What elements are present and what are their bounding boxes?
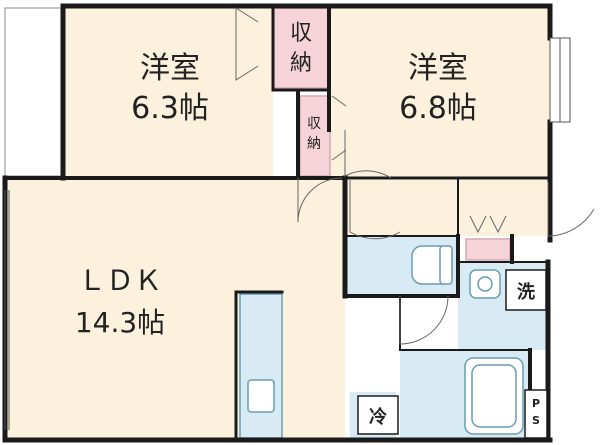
kitchen-counter xyxy=(239,293,283,439)
fridge-label: 冷 xyxy=(369,406,387,428)
ldk-floor xyxy=(5,180,345,438)
windows xyxy=(4,37,571,430)
storage-large-label-2: 納 xyxy=(290,51,312,76)
storage-small-label-2: 納 xyxy=(307,136,321,152)
western-room-left-floor xyxy=(65,8,273,178)
fridge-space xyxy=(357,395,399,435)
storage-large-floor xyxy=(272,7,330,89)
entry-shoe-storage xyxy=(465,238,511,261)
pipe-space-label-2: S xyxy=(532,414,540,427)
pipe-space-label-1: P xyxy=(532,397,540,410)
bathtub-icon xyxy=(464,357,524,435)
ldk-size: 14.3帖 xyxy=(75,306,165,339)
western-room-right-size: 6.8帖 xyxy=(399,91,477,126)
storage-large-label-1: 収 xyxy=(290,21,312,46)
washer-space xyxy=(505,269,547,311)
washer-label: 洗 xyxy=(517,281,535,303)
western-room-left-size: 6.3帖 xyxy=(131,91,209,126)
hallway-floor xyxy=(345,180,457,236)
toilet-icon xyxy=(411,245,453,285)
storage-small-floor xyxy=(299,95,331,177)
hallway-floor-2 xyxy=(457,180,550,236)
pipe-space xyxy=(524,389,548,439)
kitchen-sink-icon xyxy=(247,379,275,413)
wash-basin-icon xyxy=(469,269,501,299)
door-swings xyxy=(235,7,595,345)
western-room-left-name: 洋室 xyxy=(140,51,200,86)
storage-small-label-1: 収 xyxy=(307,116,321,132)
ldk-name: ＬＤＫ xyxy=(78,264,162,297)
balcony xyxy=(4,7,64,177)
western-room-right-floor xyxy=(330,8,550,178)
western-room-right-name: 洋室 xyxy=(408,51,468,86)
